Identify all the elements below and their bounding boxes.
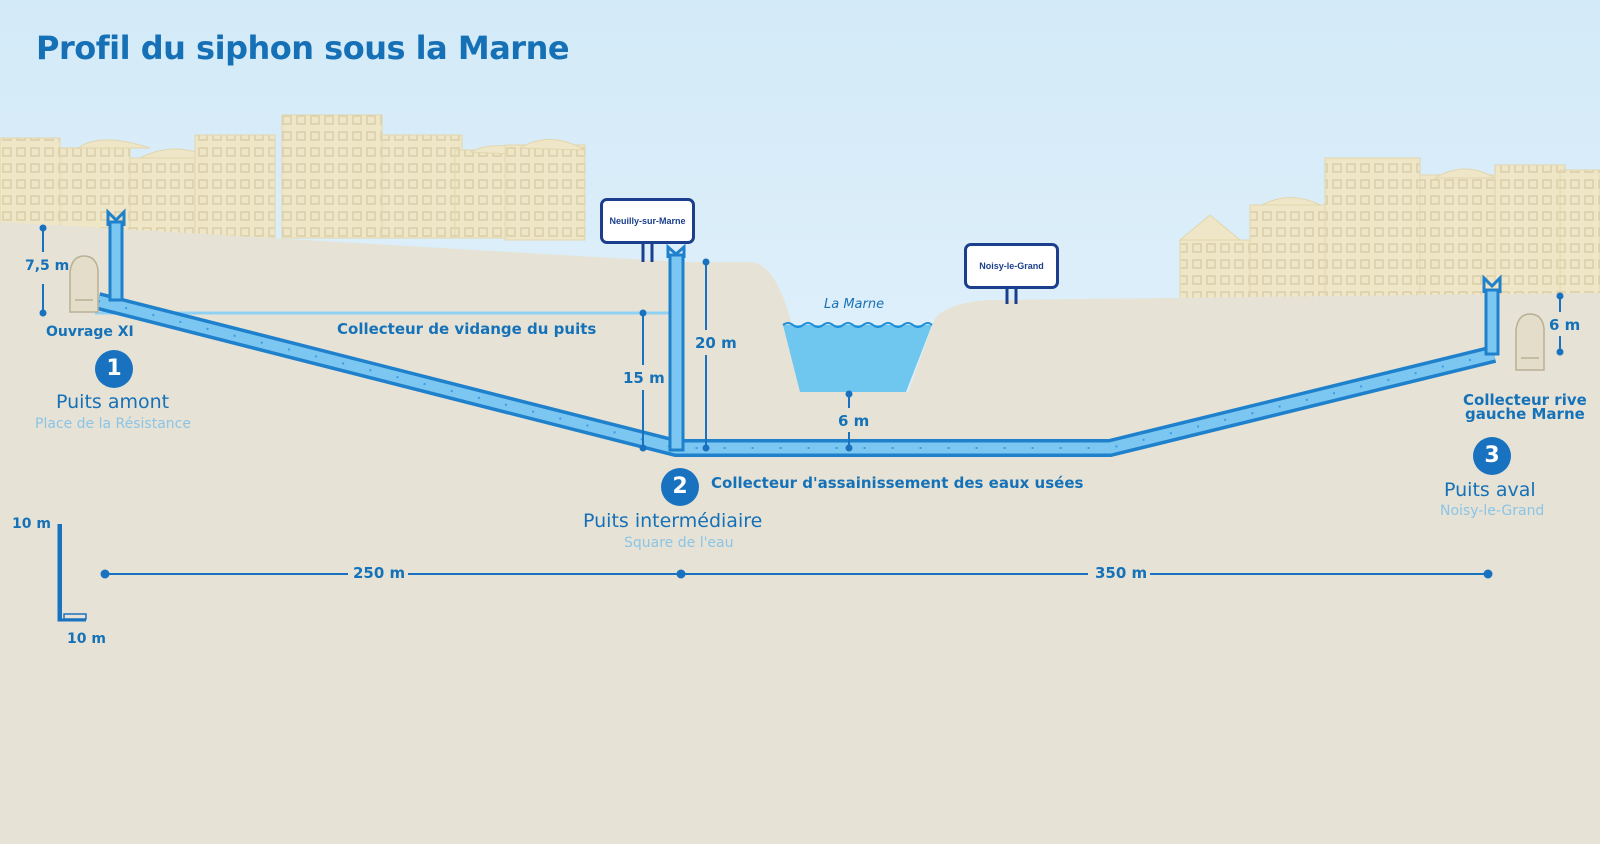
scale-vertical-label: 10 m	[12, 516, 51, 532]
span-2-label: 350 m	[1095, 564, 1148, 582]
station-2-name: Puits intermédiaire	[583, 510, 763, 532]
shaft-intermediaire	[666, 243, 686, 452]
depth-amont-label: 7,5 m	[25, 258, 70, 274]
station-3-number-badge: 3	[1473, 437, 1511, 475]
station-2-number-badge: 2	[661, 468, 699, 506]
left-bank-collector-line2: gauche Marne	[1465, 405, 1585, 423]
sign-neuilly-sur-marne: Neuilly-sur-Marne	[600, 198, 695, 244]
depth-15m-label: 15 m	[623, 369, 665, 387]
station-1-number-badge: 1	[95, 350, 133, 388]
span-1-label: 250 m	[353, 564, 406, 582]
shaft-amont	[106, 208, 126, 302]
depth-river-label: 6 m	[838, 412, 870, 430]
ouvrage-structure-right	[1515, 313, 1545, 371]
station-1-name: Puits amont	[56, 391, 170, 413]
sign-noisy-le-grand: Noisy-le-Grand	[964, 243, 1059, 289]
ouvrage-label: Ouvrage XI	[46, 324, 134, 340]
left-buildings	[0, 114, 586, 241]
drain-collector-label: Collecteur de vidange du puits	[337, 320, 597, 338]
shaft-aval	[1482, 274, 1502, 356]
station-3-place: Noisy-le-Grand	[1440, 503, 1545, 519]
right-buildings	[1178, 157, 1600, 301]
station-1-place: Place de la Résistance	[35, 416, 191, 432]
page-title: Profil du siphon sous la Marne	[36, 29, 570, 67]
scale-indicator	[57, 524, 87, 622]
sign-posts	[641, 242, 1018, 304]
river-waves	[782, 322, 933, 328]
river-label: La Marne	[824, 297, 885, 312]
dimension-lines	[39, 224, 1564, 579]
left-bank-collector-line1: Collecteur rive	[1463, 391, 1587, 409]
sewage-collector-label: Collecteur d'assainissement des eaux usé…	[711, 474, 1084, 492]
depth-aval-label: 6 m	[1549, 316, 1581, 334]
river-water	[783, 325, 932, 392]
scale-horizontal-label: 10 m	[67, 631, 106, 647]
station-3-name: Puits aval	[1444, 479, 1536, 501]
station-2-place: Square de l'eau	[624, 535, 734, 551]
ouvrage-structure-left	[69, 255, 99, 313]
depth-20m-label: 20 m	[695, 334, 737, 352]
